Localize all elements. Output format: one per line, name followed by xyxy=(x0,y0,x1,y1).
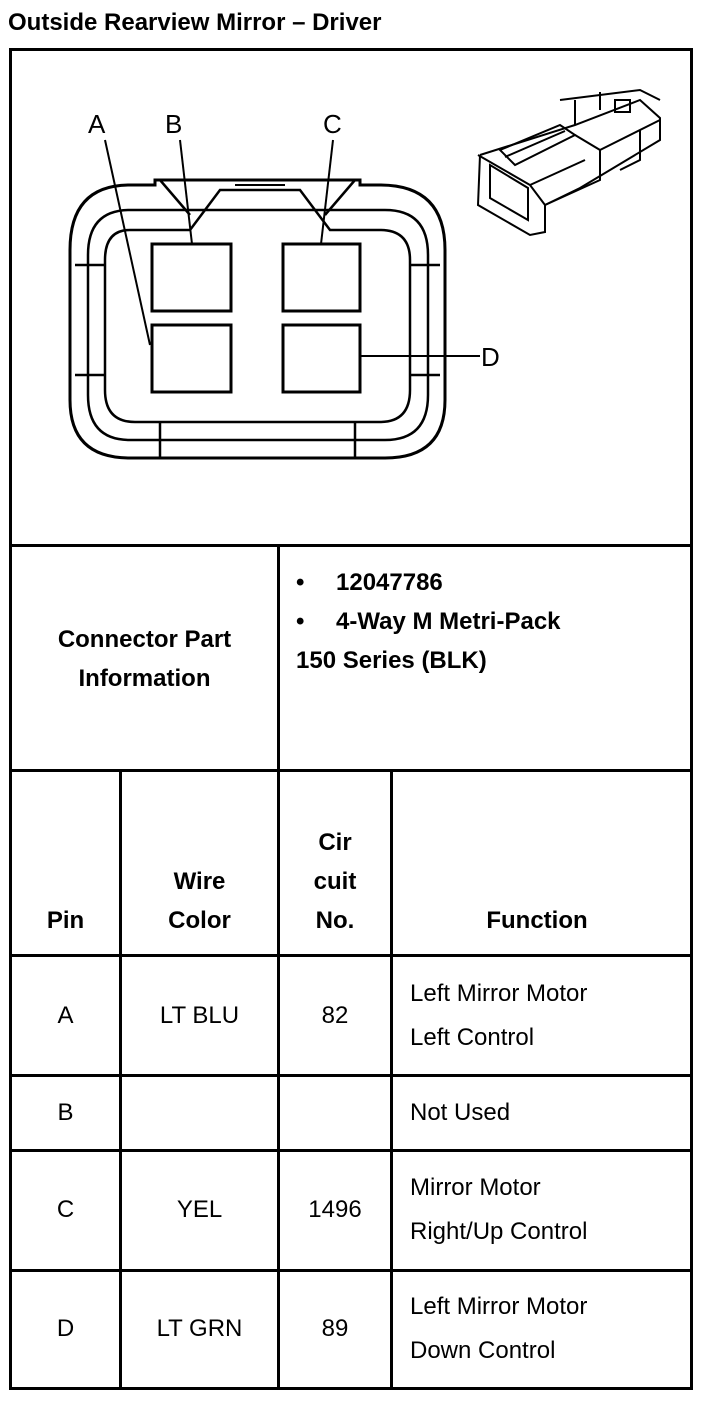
row-c-function-line2: Right/Up Control xyxy=(410,1218,588,1245)
divider-row-b xyxy=(9,1149,693,1152)
divider-info-columns xyxy=(277,544,280,771)
connector-info-details: • 12047786 • 4-Way M Metri-Pack 150 Seri… xyxy=(296,563,561,680)
row-c-circuit: 1496 xyxy=(308,1196,362,1223)
row-a-circuit: 82 xyxy=(321,1002,349,1029)
divider-col-circuit xyxy=(390,769,393,1390)
leader-b xyxy=(179,139,193,245)
row-c-wire-color: YEL xyxy=(176,1196,223,1223)
divider-row-c xyxy=(9,1269,693,1272)
bullet-1: • xyxy=(296,569,305,596)
leader-c xyxy=(320,139,334,245)
connector-info-label: Connector Part Information xyxy=(12,548,277,769)
header-wire-color-line1: Wire xyxy=(173,868,226,895)
row-c-pin: C xyxy=(56,1196,75,1223)
header-wire-color: Wire Color xyxy=(122,862,277,940)
row-d-function-line2: Down Control xyxy=(410,1337,556,1364)
divider-col-wire xyxy=(277,769,280,1390)
header-function: Function xyxy=(486,907,588,934)
header-circuit-no: Cir cuit No. xyxy=(280,823,390,940)
cavity-c xyxy=(281,242,362,313)
header-circuit-line1: Cir xyxy=(318,829,352,856)
header-circuit-line2: cuit xyxy=(313,868,357,895)
row-c-function-line1: Mirror Motor xyxy=(410,1174,541,1201)
connector-info-label-line2: Information xyxy=(78,664,211,692)
row-d-function: Left Mirror Motor Down Control xyxy=(410,1285,680,1373)
header-pin: Pin xyxy=(46,907,85,934)
connector-description-line2: 150 Series (BLK) xyxy=(296,647,487,674)
page-title: Outside Rearview Mirror – Driver xyxy=(8,9,382,36)
pin-label-d: D xyxy=(481,342,500,372)
divider-info-table xyxy=(9,769,693,772)
connector-outer-shell xyxy=(68,178,447,460)
row-b-pin: B xyxy=(57,1099,74,1126)
row-a-function-line1: Left Mirror Motor xyxy=(410,980,588,1007)
divider-diagram-info xyxy=(9,544,693,547)
part-number: 12047786 xyxy=(336,569,443,596)
row-a-function-line2: Left Control xyxy=(410,1024,535,1051)
leader-a xyxy=(104,139,151,346)
row-a-function: Left Mirror Motor Left Control xyxy=(410,972,680,1060)
header-circuit-line3: No. xyxy=(315,907,355,934)
connector-face-diagram: A B C D xyxy=(68,88,661,460)
row-d-circuit: 89 xyxy=(321,1315,349,1342)
row-d-wire-color: LT GRN xyxy=(156,1315,243,1342)
row-c-function: Mirror Motor Right/Up Control xyxy=(410,1166,680,1254)
connector-isometric-illustration xyxy=(476,88,661,237)
bullet-2: • xyxy=(296,608,305,635)
pin-label-c: C xyxy=(323,109,342,139)
pin-label-b: B xyxy=(165,109,182,139)
connector-cavity xyxy=(103,188,412,424)
row-d-pin: D xyxy=(56,1315,75,1342)
row-a-wire-color: LT BLU xyxy=(159,1002,240,1029)
row-b-function: Not Used xyxy=(410,1099,511,1126)
row-d-function-line1: Left Mirror Motor xyxy=(410,1293,588,1320)
header-wire-color-line2: Color xyxy=(168,907,231,934)
divider-header-rows xyxy=(9,954,693,957)
row-a-pin: A xyxy=(57,1002,74,1029)
connector-info-label-line1: Connector Part xyxy=(57,625,232,653)
connector-description-line1: 4-Way M Metri-Pack xyxy=(336,608,561,635)
divider-row-a xyxy=(9,1074,693,1077)
cavity-d xyxy=(281,323,362,394)
pinout-frame xyxy=(9,48,693,1390)
cavity-b xyxy=(150,242,233,313)
pin-label-a: A xyxy=(88,109,106,139)
divider-col-pin xyxy=(119,769,122,1390)
connector-inner-shell xyxy=(86,208,430,442)
cavity-a xyxy=(150,323,233,394)
